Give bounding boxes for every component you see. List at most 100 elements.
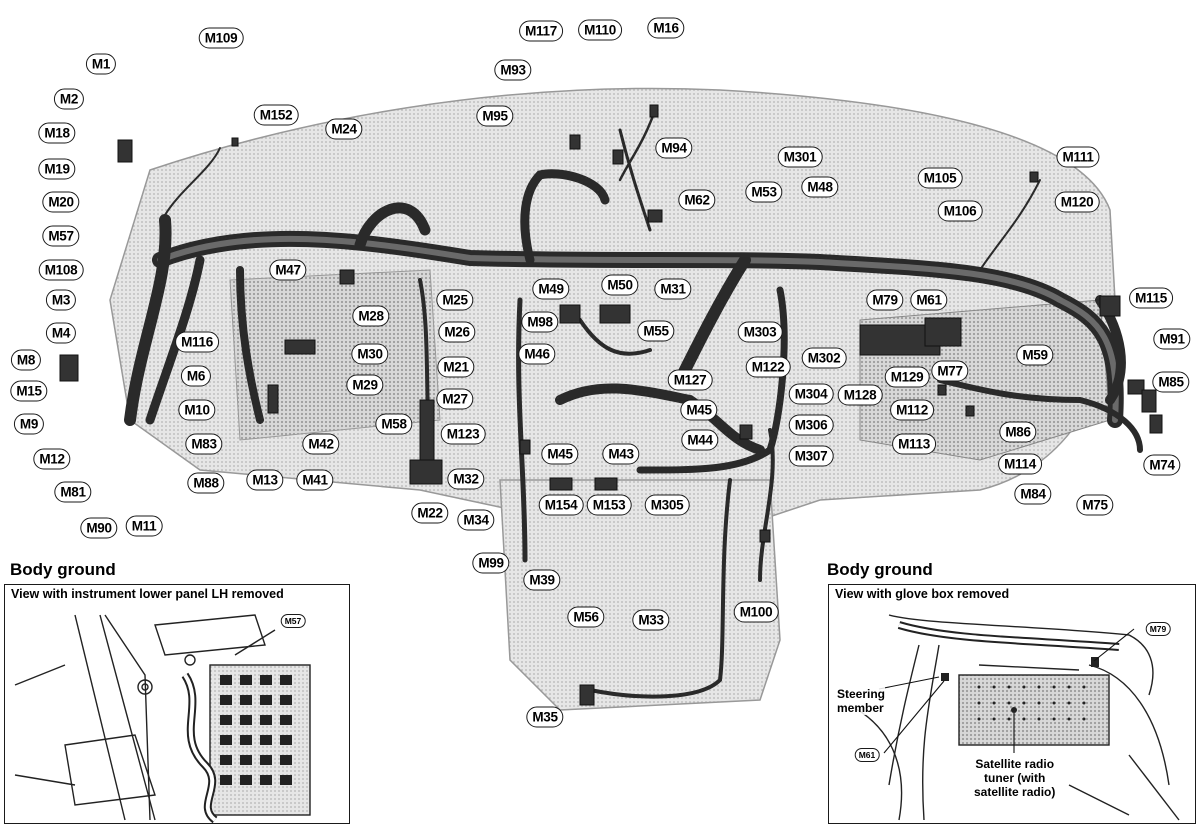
connector-label-m83: M83: [185, 433, 223, 455]
center-console: [499, 479, 781, 711]
note-steering-line2: member: [837, 701, 884, 715]
connector-label-m75: M75: [1076, 494, 1114, 516]
connector-label-m19: M19: [38, 158, 76, 180]
connector-label-m30: M30: [351, 343, 389, 365]
connector-label-m303: M303: [737, 321, 783, 343]
connector-label-m105: M105: [917, 167, 963, 189]
connector-label-m20: M20: [42, 191, 80, 213]
note-tuner-line3: satellite radio): [974, 785, 1056, 799]
connector-label-m43: M43: [602, 443, 640, 465]
connector-label-m3: M3: [45, 289, 77, 311]
connector-label-m305: M305: [644, 494, 690, 516]
note-steering-member: Steering member: [837, 687, 886, 715]
connector-label-m100: M100: [733, 601, 779, 623]
connector-label-m9: M9: [13, 413, 45, 435]
right-inset-panel: View with glove box removed: [828, 584, 1196, 824]
connector-label-m110: M110: [578, 19, 622, 41]
connector-label-m53: M53: [745, 181, 783, 203]
connector-label-m304: M304: [788, 383, 834, 405]
connector-label-m307: M307: [788, 445, 834, 467]
left-inset-panel: View with instrument lower panel LH remo…: [4, 584, 350, 824]
connector-label-m120: M120: [1054, 191, 1100, 213]
left-inset-caption: View with instrument lower panel LH remo…: [11, 587, 284, 601]
connector-label-m81: M81: [54, 481, 92, 503]
connector-label-m35: M35: [526, 706, 564, 728]
connector-label-m154: M154: [538, 494, 584, 516]
connector-label-m16: M16: [647, 17, 685, 39]
connector-label-m108: M108: [38, 259, 84, 281]
connector-label-m123: M123: [440, 423, 486, 445]
connector-label-m24: M24: [325, 118, 363, 140]
connector-label-m129: M129: [884, 366, 930, 388]
connector-label-m111: M111: [1056, 146, 1100, 168]
connector-label-m93: M93: [494, 59, 532, 81]
connector-label-m11: M11: [125, 515, 163, 537]
connector-label-m86: M86: [999, 421, 1037, 443]
connector-label-m62: M62: [678, 189, 716, 211]
connector-label-m58: M58: [375, 413, 413, 435]
connector-label-m25: M25: [436, 289, 474, 311]
note-tuner-line1: Satellite radio: [975, 757, 1055, 771]
connector-label-m115: M115: [1129, 287, 1173, 309]
connector-label-m117: M117: [519, 20, 563, 42]
connector-label-m128: M128: [837, 384, 883, 406]
connector-label-m59: M59: [1016, 344, 1054, 366]
connector-label-m84: M84: [1014, 483, 1052, 505]
connector-label-m32: M32: [447, 468, 485, 490]
connector-label-m26: M26: [438, 321, 476, 343]
note-tuner-line2: tuner (with: [984, 771, 1046, 785]
connector-label-m27: M27: [436, 388, 474, 410]
connector-label-m8: M8: [10, 349, 42, 371]
connector-label-m1: M1: [85, 53, 117, 75]
connector-label-m10: M10: [178, 399, 216, 421]
left-inset-illustration: [14, 614, 311, 823]
connector-label-m122: M122: [745, 356, 791, 378]
right-inset-illustration: [848, 614, 1180, 821]
connector-label-m85: M85: [1152, 371, 1190, 393]
connector-label-m15: M15: [10, 380, 48, 402]
connector-label-m301: M301: [777, 146, 823, 168]
connector-label-m152: M152: [253, 104, 299, 126]
connector-label-m116: M116: [175, 331, 219, 353]
right-inset-label-m61: M61: [854, 748, 880, 762]
connector-label-m6: M6: [180, 365, 212, 387]
connector-label-m79: M79: [866, 289, 904, 311]
connector-label-m127: M127: [667, 369, 713, 391]
connector-label-m91: M91: [1153, 328, 1191, 350]
right-inset-caption: View with glove box removed: [835, 587, 1010, 601]
connector-blocks: [59, 104, 1163, 706]
connector-label-m2: M2: [53, 88, 85, 110]
connector-label-m74: M74: [1143, 454, 1181, 476]
left-inset-title: Body ground: [10, 560, 116, 579]
connector-label-m61: M61: [910, 289, 948, 311]
connector-label-m94: M94: [655, 137, 693, 159]
note-satellite-tuner: Satellite radio tuner (with satellite ra…: [974, 757, 1056, 799]
connector-label-m41: M41: [296, 469, 334, 491]
connector-label-m95: M95: [476, 105, 514, 127]
connector-label-m31: M31: [654, 278, 692, 300]
connector-label-m56: M56: [567, 606, 605, 628]
connector-label-m90: M90: [80, 517, 118, 539]
connector-label-m13: M13: [246, 469, 284, 491]
connector-label-m99: M99: [472, 552, 510, 574]
connector-label-m4: M4: [45, 322, 77, 344]
right-inset-title: Body ground: [827, 560, 933, 579]
connector-label-m48: M48: [801, 176, 839, 198]
connector-label-m57: M57: [42, 225, 80, 247]
connector-label-m50: M50: [601, 274, 639, 296]
connector-label-m113: M113: [892, 433, 936, 455]
connector-label-m44: M44: [681, 429, 719, 451]
connector-label-m18: M18: [38, 122, 76, 144]
connector-label-m302: M302: [801, 347, 847, 369]
connector-label-m153: M153: [586, 494, 632, 516]
connector-label-m34: M34: [457, 509, 495, 531]
connector-label-m55: M55: [637, 320, 675, 342]
connector-label-m21: M21: [437, 356, 475, 378]
connector-label-m28: M28: [352, 305, 390, 327]
left-inset-label-m57: M57: [280, 614, 306, 628]
connector-label-m49: M49: [532, 278, 570, 300]
connector-label-m88: M88: [187, 472, 225, 494]
connector-label-m106: M106: [937, 200, 983, 222]
connector-label-m29: M29: [346, 374, 384, 396]
